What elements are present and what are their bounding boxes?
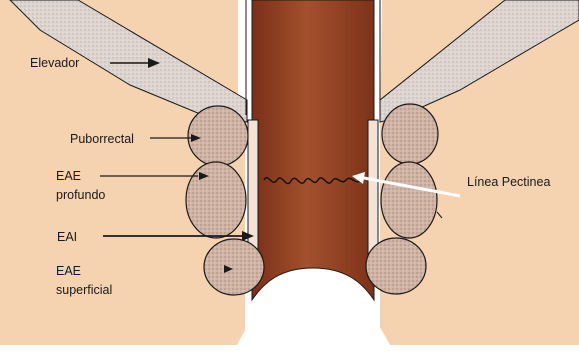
anal-canal xyxy=(252,0,374,300)
right-puborectal-ring xyxy=(382,104,438,164)
right-internal-sphincter xyxy=(368,120,378,258)
label-eai: EAI xyxy=(57,230,77,244)
label-linea-pectinea: Línea Pectinea xyxy=(467,175,550,189)
label-elevador: Elevador xyxy=(30,56,79,70)
left-superficial-external-sphincter-ring xyxy=(204,239,264,295)
label-eae-superficial-line1: EAE xyxy=(56,264,81,278)
left-deep-external-sphincter-ring xyxy=(186,162,246,238)
right-superficial-external-sphincter-ring xyxy=(366,238,426,294)
label-eae-superficial-line2: superficial xyxy=(56,283,112,297)
label-puborrectal: Puborrectal xyxy=(70,132,134,146)
left-puborectal-ring xyxy=(188,106,248,166)
label-eae-profundo-line2: profundo xyxy=(56,188,105,202)
label-eae-profundo-line1: EAE xyxy=(56,169,81,183)
right-deep-external-sphincter-ring xyxy=(381,162,437,238)
